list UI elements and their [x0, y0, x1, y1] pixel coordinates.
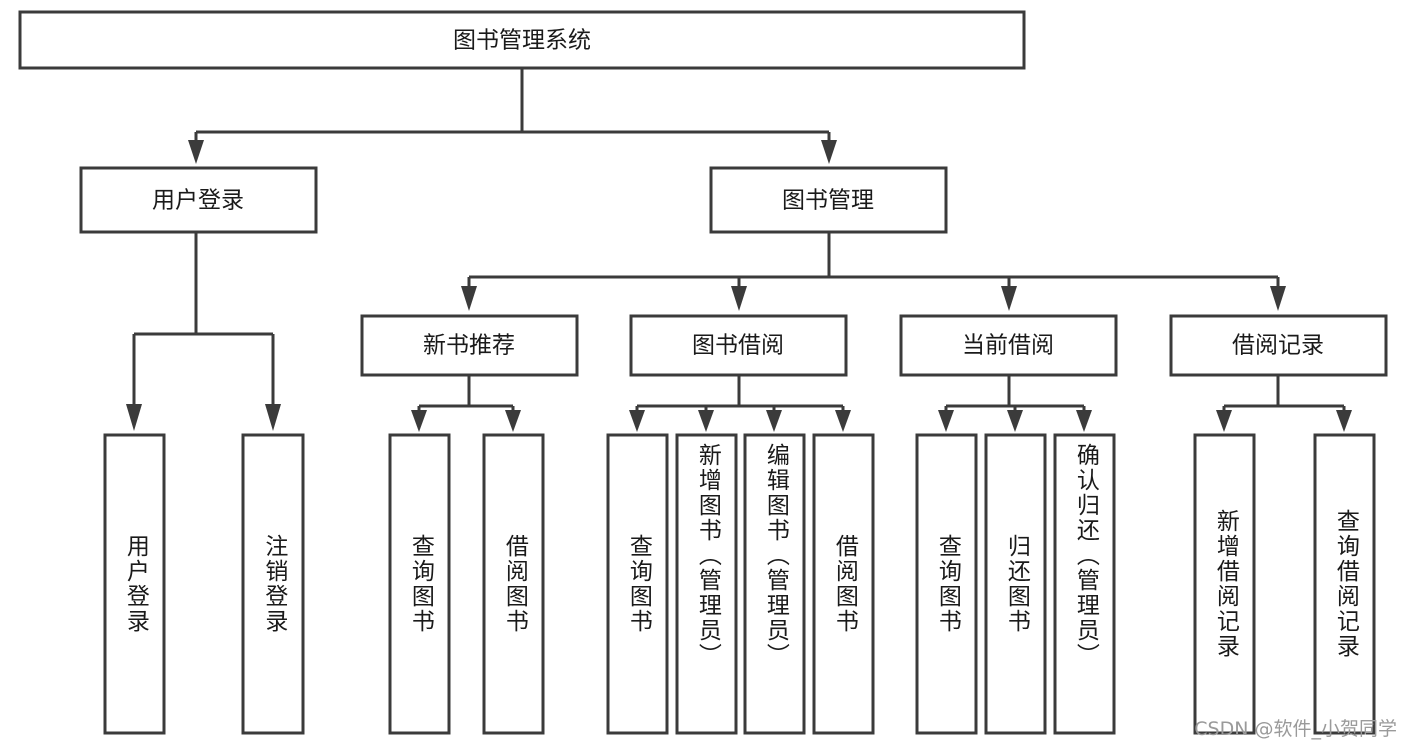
arrowhead-borrow-record	[1270, 286, 1286, 311]
node-new-book-recommend-label: 新书推荐	[423, 333, 515, 359]
node-current-borrow-label: 当前借阅	[962, 333, 1054, 359]
leaf-box-add-book[interactable]	[675, 433, 738, 735]
leaf-box-borrow-book-1[interactable]	[482, 433, 545, 735]
arrowhead-leaf-user-logout	[265, 404, 281, 431]
leaf-box-user-login[interactable]	[103, 433, 166, 735]
node-borrow-record-label: 借阅记录	[1232, 333, 1324, 359]
arrowhead-leaf-add-book	[698, 410, 714, 432]
leaf-box-query-book-1[interactable]	[388, 433, 451, 735]
arrowhead-leaf-query-record	[1336, 410, 1352, 432]
node-book-borrow-box[interactable]	[629, 314, 848, 377]
node-current-borrow[interactable]: 当前借阅	[899, 314, 1118, 377]
node-book-management-box[interactable]	[709, 166, 948, 234]
node-root[interactable]: 图书管理系统	[18, 10, 1026, 70]
arrowhead-leaf-confirm-return	[1076, 410, 1092, 432]
node-new-book-recommend-box[interactable]	[360, 314, 579, 377]
leaf-box-query-book-2[interactable]	[606, 433, 669, 735]
leaf-box-edit-book[interactable]	[743, 433, 806, 735]
node-new-book-recommend[interactable]: 新书推荐	[360, 314, 579, 377]
leaf-box-query-book-3[interactable]	[915, 433, 978, 735]
node-borrow-record[interactable]: 借阅记录	[1169, 314, 1388, 377]
node-user-login[interactable]: 用户登录	[79, 166, 318, 234]
node-book-borrow-label: 图书借阅	[692, 333, 784, 359]
node-layer: 图书管理系统 用户登录 图书管理 新书推荐 图书借阅	[18, 10, 1388, 735]
arrowhead-leaf-borrow-book-1	[505, 410, 521, 432]
arrowhead-leaf-return-book	[1007, 410, 1023, 432]
leaf-box-query-record[interactable]	[1313, 433, 1376, 735]
arrowhead-leaf-query-book-3	[938, 410, 954, 432]
leaf-box-add-record[interactable]	[1193, 433, 1256, 735]
leaf-box-return-book[interactable]	[984, 433, 1047, 735]
node-borrow-record-box[interactable]	[1169, 314, 1388, 377]
arrowhead-book-management	[821, 140, 837, 164]
arrowhead-leaf-edit-book	[766, 410, 782, 432]
arrowhead-current-borrow	[1001, 286, 1017, 311]
node-book-management-label: 图书管理	[782, 188, 874, 214]
node-root-box[interactable]	[18, 10, 1026, 70]
watermark-text: CSDN @软件_小贺同学	[1194, 718, 1397, 740]
node-book-borrow[interactable]: 图书借阅	[629, 314, 848, 377]
node-current-borrow-box[interactable]	[899, 314, 1118, 377]
leaf-box-confirm-return[interactable]	[1053, 433, 1116, 735]
arrowhead-new-book-recommend	[461, 286, 477, 311]
arrowhead-leaf-query-book-2	[629, 410, 645, 432]
arrowhead-user-login	[188, 140, 204, 164]
leaf-box-user-logout[interactable]	[241, 433, 305, 735]
node-user-login-box[interactable]	[79, 166, 318, 234]
node-book-management[interactable]: 图书管理	[709, 166, 948, 234]
connector-layer	[126, 68, 1352, 432]
leaf-box-borrow-book-2[interactable]	[812, 433, 875, 735]
arrowhead-leaf-user-login	[126, 404, 142, 431]
node-user-login-label: 用户登录	[152, 188, 244, 214]
arrowhead-leaf-add-record	[1216, 410, 1232, 432]
arrowhead-leaf-borrow-book-2	[835, 410, 851, 432]
node-root-label: 图书管理系统	[453, 28, 591, 54]
arrowhead-book-borrow	[731, 286, 747, 311]
arrowhead-leaf-query-book-1	[411, 410, 427, 432]
